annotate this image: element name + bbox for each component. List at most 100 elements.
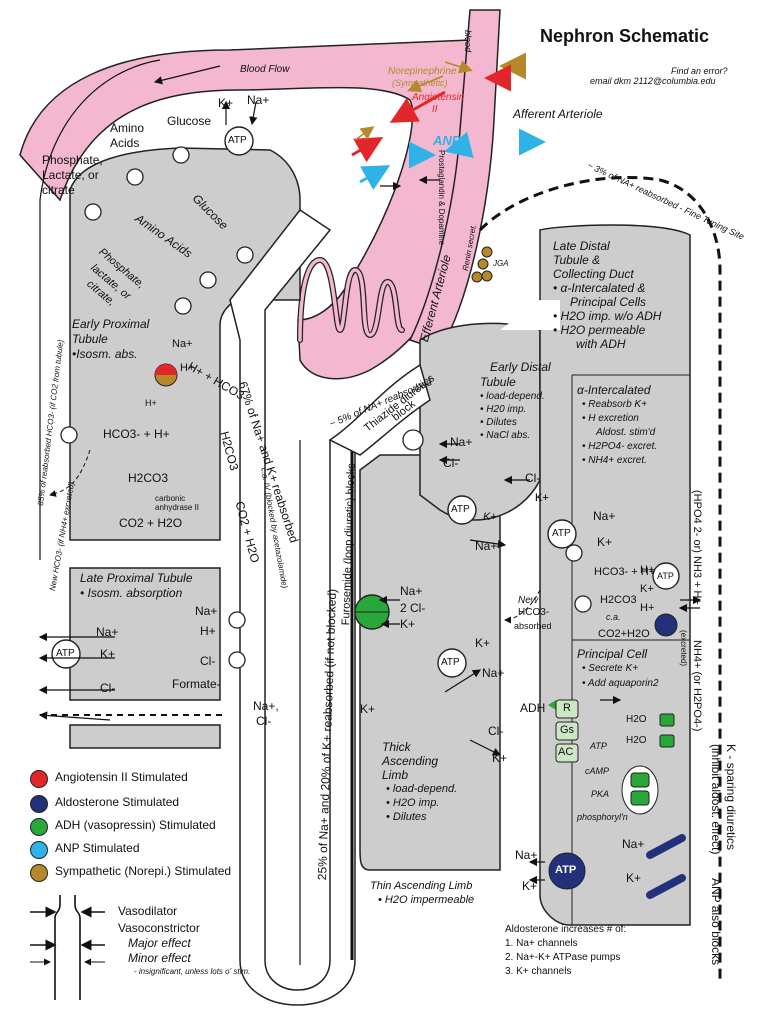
anp-blocks-label: ANP also blocks [709,878,723,966]
legend-vasodilator: Vasodilator [118,904,178,918]
phosphorylation-label: phosphoryl'n [577,812,628,822]
glucose-label: Glucose [167,114,212,128]
principal-atp-pump [548,852,586,890]
intercalated-na: Na+ [593,509,616,523]
intercalated-b2: • H excretion [582,413,639,424]
k-sparing-label-2: (inhibit aldost. effect) [709,744,723,855]
anhydrase-label: anhydrase II [155,503,200,512]
blood-flow-label: Blood Flow [240,64,290,75]
distal-na-out: Na+ [475,539,498,553]
early-distal-b3: • Dilutes [480,417,517,428]
email-link[interactable]: email dkm 2112@columbia.edu [590,76,716,86]
left-atp-label: ATP [56,648,75,659]
intercalated-b5: • NH4+ excret. [582,455,647,466]
intercalated-h1: H+ [640,564,655,576]
principal-b2: • Add aquaporin2 [582,678,659,689]
early-distal-b4: • NaCl abs. [480,430,531,441]
thick-b2: • H2O imp. [386,797,440,809]
h2co3-label: H2CO3 [128,471,169,485]
late-distal-8: with ADH [576,337,626,351]
intercalated-b4: • H2PO4- excret. [582,441,658,452]
late-na-label: Na+ [195,604,218,618]
intercalated-right-2: NH4+ (or H2PO4-) [691,640,703,732]
legend-label-anp: ANP Stimulated [55,841,140,855]
intercalated-h2: H+ [640,602,655,614]
legend-label-sympathetic: Sympathetic (Norepi.) Stimulated [55,864,232,878]
legend-minor: Minor effect [128,951,191,965]
loop-na: Na+ [400,584,423,598]
aldo-item-3: 3. K+ channels [505,966,572,977]
thick-ascending-wall [359,454,501,871]
late-cl-label: Cl- [200,654,216,668]
principal-na2: Na+ [622,837,645,851]
norepinephrine-label: Norepinephrine [388,66,457,77]
principal-b1: • Secrete K+ [582,663,639,674]
co2-h2o-label: CO2 + H2O [119,516,183,530]
principal-k: K+ [522,879,538,893]
thick-title-1: Thick [382,740,411,754]
na-label: Na+ [247,93,270,107]
pka-label: PKA [591,789,610,799]
ac-label: AC [558,746,574,758]
receptor-label: R [563,702,571,714]
legend-label-aldosterone: Aldosterone Stimulated [55,795,180,809]
late-proximal-title: Late Proximal Tubule [80,571,193,585]
citrate-label: citrate [42,183,75,197]
intercalated-atp2: ATP [657,571,674,581]
intercalated-k: K+ [535,492,549,504]
page-title: Nephron Schematic [540,26,710,46]
transporter-circles [60,146,592,669]
cl-para-label: Cl- [256,714,272,728]
left-na-label: Na+ [96,625,119,639]
legend-label-angiotensin: Angiotensin II Stimulated [55,770,188,784]
fine-tuning-dashed [478,176,722,980]
distal-atp: ATP [451,504,470,515]
legend-dot-aldosterone [30,795,48,813]
intercalated-title: α-Intercalated [577,383,651,397]
late-distal-4: • α-Intercalated & [553,281,646,295]
distal-na: Na+ [450,435,473,449]
loop-k2: K+ [475,636,491,650]
intercalated-k2: K+ [597,535,613,549]
legend-dot-adh [30,818,48,836]
early-proximal-title: Early Proximal [72,317,150,331]
k-label: K+ [218,96,234,110]
atp-label: ATP [228,135,247,146]
intercalated-right-1: (HPO4 2- or) NH3 + H+ [691,490,703,605]
thin-note: • H2O impermeable [378,894,475,906]
h-plus-proximal: H+ [180,362,195,374]
h2o-label-2: H2O [626,735,647,746]
camp-label: cAMP [585,766,610,776]
loop-cl3: Cl- [488,724,504,738]
aldosterone-h-pump [654,613,678,637]
loop-k3: K+ [360,702,376,716]
early-distal-b1: • load-depend. [480,391,545,402]
legend-vessel-symbols [30,895,105,1000]
left-cl-label: Cl- [100,681,116,695]
prostaglandin-label: Prostaglandin & Dopamine [437,150,446,246]
early-proximal-title-2: Tubule [72,332,108,346]
new-hco3-2: HCO3- [518,607,550,618]
intercalated-b3: Aldost. stim'd [596,427,656,438]
legend-label-adh: ADH (vasopressin) Stimulated [55,818,216,832]
intercalated-ca: c.a. [606,612,621,622]
adh-pathway [548,699,675,815]
loop-k4: K+ [492,751,508,765]
phosphate-label: Phosphate, [42,153,103,167]
distal-k: K+ [535,492,549,504]
intercalated-hco3h: HCO3- + H+ [594,566,656,578]
late-distal-3: Collecting Duct [553,267,634,281]
principal-atp-small: ATP [590,741,607,751]
legend-dot-angiotensin [30,770,48,788]
principal-k2: K+ [626,871,642,885]
k-sparing-label: K - sparing diuretics [724,744,738,851]
principal-title: Principal Cell [577,647,648,661]
intercalated-excreted: (excreted) [679,630,688,667]
na-para-label: Na+, [253,699,279,713]
late-distal-1: Late Distal [553,239,610,253]
loop-2cl: 2 Cl- [400,601,426,615]
early-distal-title-2: Tubule [480,375,516,389]
aldo-item-1: 1. Na+ channels [505,938,578,949]
afferent-arteriole-label: Afferent Arteriole [513,107,603,121]
